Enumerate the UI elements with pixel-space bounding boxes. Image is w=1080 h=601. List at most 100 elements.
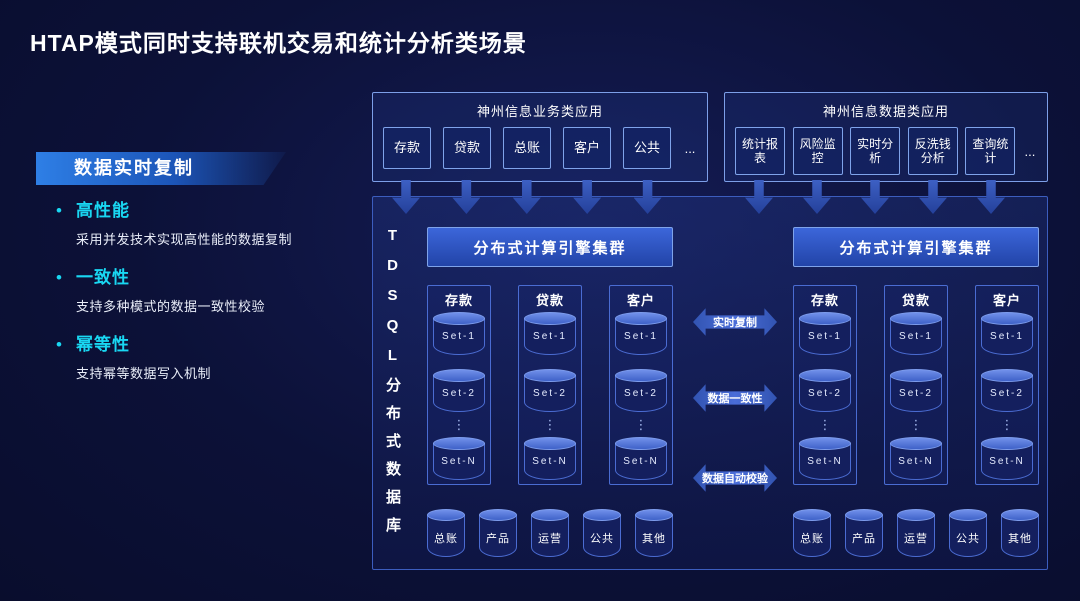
set-label: Set-N: [441, 456, 477, 467]
page-title: HTAP模式同时支持联机交易和统计分析类场景: [30, 30, 527, 56]
arrow-slot: [908, 180, 958, 214]
arrow-spacer: [684, 180, 698, 214]
db-cylinder: Set-1: [890, 312, 942, 355]
cylinder-body: [1001, 515, 1039, 557]
more-indicator: ...: [1024, 143, 1036, 159]
db-label: 公共: [956, 533, 980, 545]
cylinder-body: [949, 515, 987, 557]
db-label: 产品: [852, 533, 876, 545]
shared-db-row: 总账 产品 运营 公共: [427, 509, 673, 557]
business-flow-arrows: [372, 180, 708, 214]
cylinder-top: [890, 312, 942, 325]
cylinder-top: [635, 509, 673, 521]
set-label: Set-N: [532, 456, 568, 467]
cylinder-top: [531, 509, 569, 521]
db-cylinder: Set-2: [524, 369, 576, 412]
cylinder-body: [524, 318, 576, 355]
db-label: 运营: [904, 533, 928, 545]
cylinder-top: [799, 312, 851, 325]
cluster-analysis: 分布式计算引擎集群 存款 Set-1 Set-2 ⋮: [793, 227, 1039, 563]
db-group-title: 贷款: [901, 293, 930, 308]
app-item-customer: 客户: [563, 127, 611, 169]
down-arrow-icon: [745, 180, 773, 214]
feature-item: •幂等性 支持幂等数据写入机制: [56, 330, 366, 382]
db-group-customer: 客户 Set-1 Set-2 ⋮ Set-: [609, 285, 673, 485]
arrow-slot: [850, 180, 900, 214]
db-label: 总账: [434, 533, 458, 545]
app-item-public: 公共: [623, 127, 671, 169]
vertical-ellipsis: ⋮: [1000, 417, 1014, 432]
business-apps-title: 神州信息业务类应用: [476, 104, 603, 119]
vertical-ellipsis: ⋮: [818, 417, 832, 432]
db-cylinder-small: 总账: [793, 509, 831, 557]
down-arrow-icon: [803, 180, 831, 214]
db-cylinder-small: 公共: [949, 509, 987, 557]
db-cylinder: Set-N: [890, 437, 942, 480]
vertical-ellipsis: ⋮: [543, 417, 557, 432]
cylinder-top: [524, 312, 576, 325]
feature-item: •高性能 采用并发技术实现高性能的数据复制: [56, 196, 366, 248]
more-indicator: ...: [684, 140, 696, 156]
db-cylinder-small: 公共: [583, 509, 621, 557]
db-cylinder-small: 其他: [635, 509, 673, 557]
cylinder-top: [981, 369, 1033, 382]
arrow-slot: [442, 180, 490, 214]
cylinder-top: [433, 369, 485, 382]
arrow-slot: [503, 180, 551, 214]
feature-heading: 幂等性: [76, 335, 130, 354]
sync-links: 实时复制 数据一致性 数据自动校验: [679, 197, 791, 569]
db-cylinder: Set-N: [981, 437, 1033, 480]
db-group-title: 客户: [992, 293, 1021, 308]
cylinder-top: [949, 509, 987, 521]
feature-item: •一致性 支持多种模式的数据一致性校验: [56, 263, 366, 315]
sync-link-replication: 实时复制: [693, 307, 777, 337]
down-arrow-icon: [573, 180, 602, 214]
sync-link-verification: 数据自动校验: [693, 463, 777, 493]
set-label: Set-1: [624, 331, 658, 342]
db-cylinder-small: 运营: [531, 509, 569, 557]
down-arrow-icon: [861, 180, 889, 214]
db-label: 公共: [590, 533, 614, 545]
feature-head: •一致性: [56, 263, 366, 288]
set-label: Set-2: [533, 388, 567, 399]
db-cylinder: Set-1: [524, 312, 576, 355]
set-label: Set-N: [623, 456, 659, 467]
set-label: Set-2: [624, 388, 658, 399]
data-apps-title: 神州信息数据类应用: [822, 104, 949, 119]
engine-cluster-box: 分布式计算引擎集群: [427, 227, 673, 267]
cylinder-top: [1001, 509, 1039, 521]
vertical-ellipsis: ⋮: [634, 417, 648, 432]
db-cylinder: Set-1: [433, 312, 485, 355]
cylinder-top: [479, 509, 517, 521]
set-label: Set-2: [808, 388, 842, 399]
vertical-ellipsis: ⋮: [452, 417, 466, 432]
db-cylinder: Set-N: [433, 437, 485, 480]
cylinder-body: [981, 318, 1033, 355]
db-group-deposit: 存款 Set-1 Set-2 ⋮ Set-: [793, 285, 857, 485]
data-flow-arrows: [724, 180, 1048, 214]
db-label: 总账: [800, 533, 824, 545]
banner-background: [36, 152, 286, 185]
down-arrow-icon: [919, 180, 947, 214]
set-label: Set-2: [899, 388, 933, 399]
feature-desc: 支持多种模式的数据一致性校验: [76, 299, 266, 314]
sync-link-label: 实时复制: [713, 317, 757, 329]
db-cylinder: Set-2: [981, 369, 1033, 412]
cylinder-top: [845, 509, 883, 521]
set-label: Set-2: [990, 388, 1024, 399]
sync-link-label: 数据自动校验: [702, 473, 768, 485]
cylinder-top: [799, 369, 851, 382]
db-group-loan: 贷款 Set-1 Set-2 ⋮ Set-: [518, 285, 582, 485]
business-apps-items: 存款 贷款 总账 客户 公共 ...: [373, 120, 707, 169]
db-cylinder: Set-N: [524, 437, 576, 480]
db-label: 其他: [642, 533, 666, 545]
bullet-icon: •: [56, 201, 62, 220]
app-item-risk: 风险监控: [792, 127, 843, 175]
db-cylinder-small: 产品: [845, 509, 883, 557]
cylinder-body: [635, 515, 673, 557]
db-label: 产品: [486, 533, 510, 545]
cylinder-top: [897, 509, 935, 521]
db-cylinder: Set-2: [615, 369, 667, 412]
db-cylinder: Set-N: [615, 437, 667, 480]
